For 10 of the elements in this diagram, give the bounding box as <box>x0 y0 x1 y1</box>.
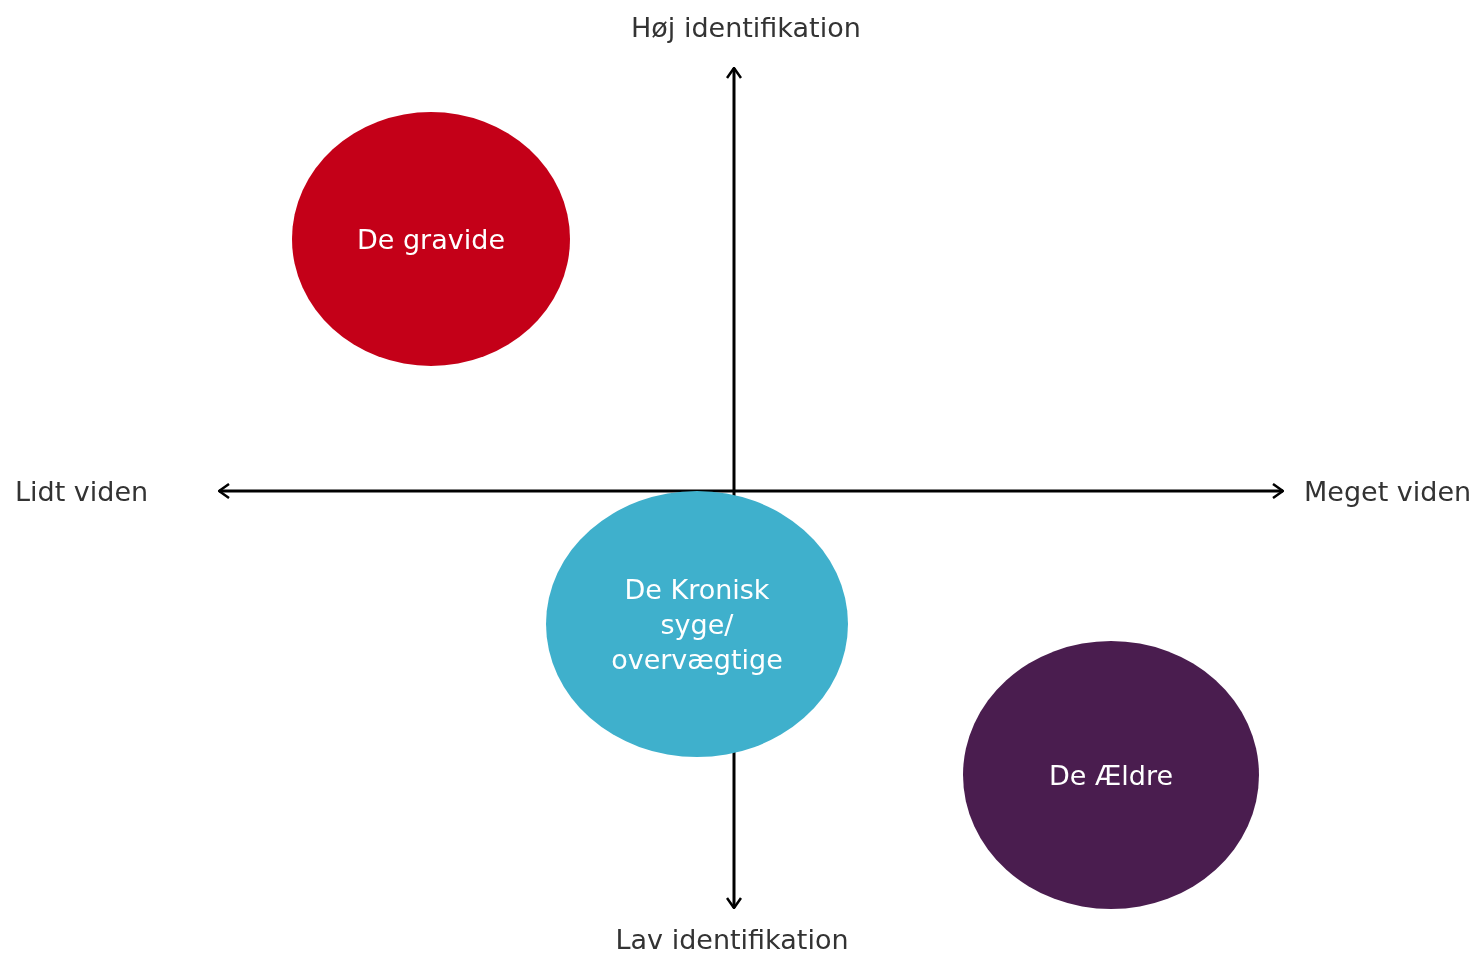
axis-label: Lidt viden <box>15 476 149 508</box>
group-label: De Ældre <box>1047 758 1174 793</box>
group-label: De Kronisk syge/ overvægtige <box>610 572 784 677</box>
group-ellipse <box>963 641 1259 909</box>
axis-label: Meget viden <box>1304 476 1472 508</box>
group-ellipse <box>546 491 848 757</box>
group-label: De gravide <box>356 222 506 257</box>
group-ellipse <box>292 112 570 366</box>
axis-label: Lav identifikation <box>615 924 849 954</box>
axis-label: Høj identifikation <box>631 12 861 44</box>
